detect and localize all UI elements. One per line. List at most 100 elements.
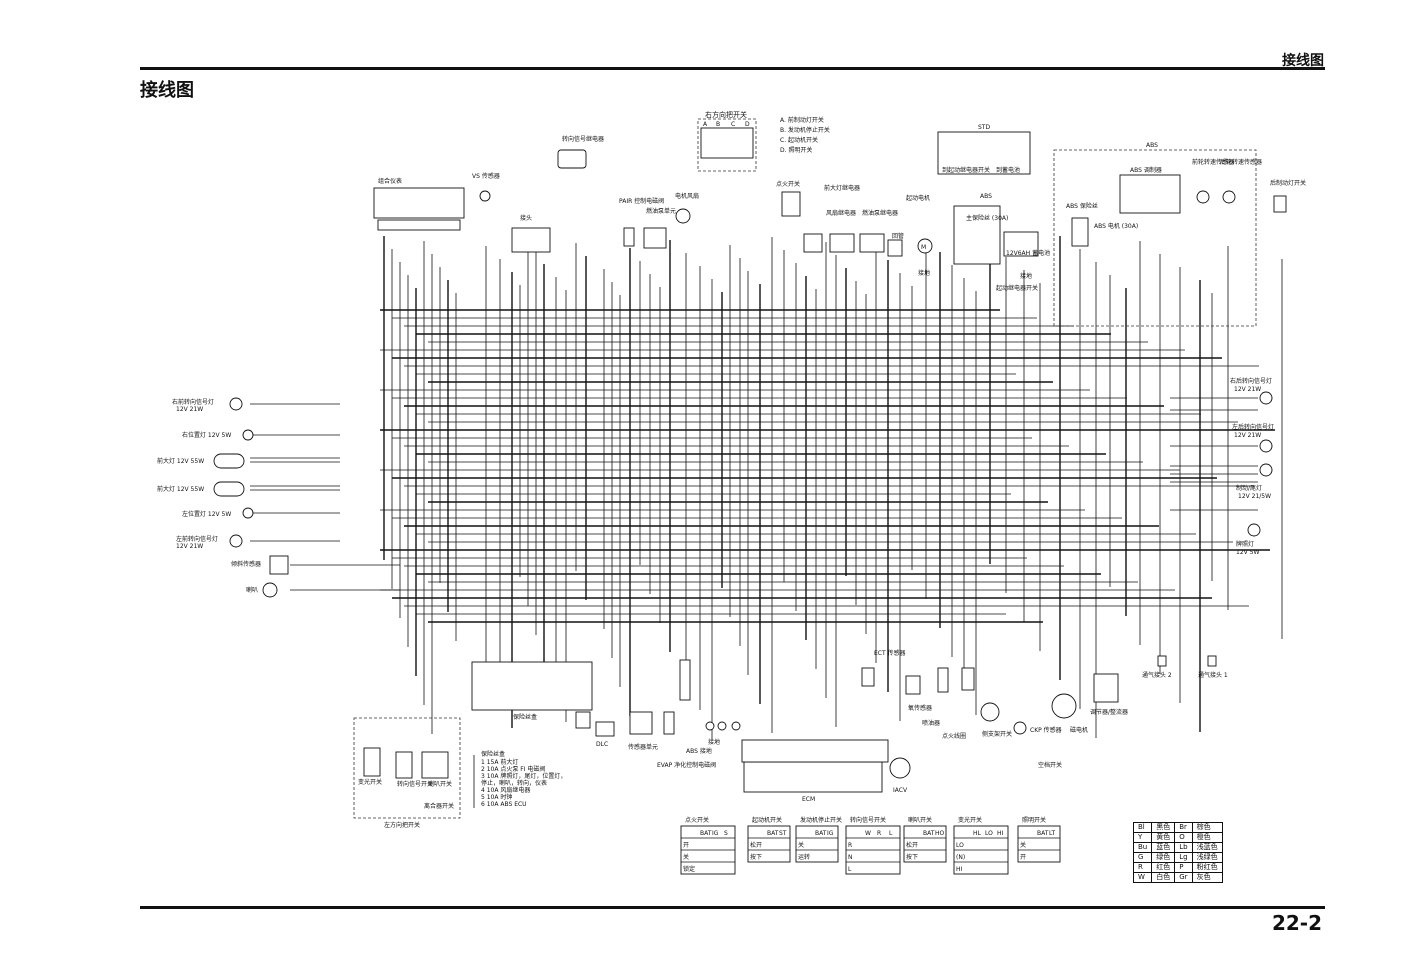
switch-table-row: 开 xyxy=(1020,854,1026,861)
switch-table-col: L xyxy=(889,830,893,837)
switch-table-row: 关 xyxy=(683,853,689,861)
iacv: IACV xyxy=(889,757,911,794)
pair-solenoid: PAIR 控制电磁阀 xyxy=(619,197,664,247)
rear-brake-switch: 后制动灯开关 xyxy=(1270,179,1306,213)
svg-text:传感器单元: 传感器单元 xyxy=(628,743,658,751)
vent-connectors: 通气接头 2 通气接头 1 xyxy=(1142,655,1228,679)
switch-table-col: BAT xyxy=(767,830,779,837)
svg-text:点火开关: 点火开关 xyxy=(776,180,800,188)
switch-table-col: IG xyxy=(827,830,834,837)
switch-table-col: W xyxy=(865,830,871,837)
color-legend-cell: 浅蓝色 xyxy=(1191,842,1223,853)
svg-text:12V 5W: 12V 5W xyxy=(1236,549,1259,556)
svg-text:IACV: IACV xyxy=(893,787,908,794)
regulator-rectifier: 调节器/整流器 xyxy=(1090,673,1128,716)
color-legend-cell: 黄色 xyxy=(1151,832,1176,843)
pin-c: C xyxy=(731,121,735,128)
right-rear-turn-signal: 右后转向信号灯 12V 21W xyxy=(1230,377,1273,405)
color-legend-cell: P xyxy=(1174,862,1193,873)
switch-table-row: HI xyxy=(956,866,963,873)
ground-points: 接地 xyxy=(705,721,741,746)
switch-table-row: 关 xyxy=(798,841,804,849)
fuel-pump-relay: 燃油泵继电器 xyxy=(859,209,898,253)
color-legend-cell: 浅绿色 xyxy=(1191,852,1223,863)
svg-text:ABS 接地: ABS 接地 xyxy=(686,747,712,755)
switch-table-row: R xyxy=(848,842,852,849)
svg-text:前大灯 12V 55W: 前大灯 12V 55W xyxy=(157,457,204,465)
color-legend-cell: 白色 xyxy=(1151,872,1176,883)
switch-table-col: BAT xyxy=(923,830,935,837)
main-fuse: 主保险丝 (30A) xyxy=(953,205,1008,265)
svg-text:右位置灯 12V 5W: 右位置灯 12V 5W xyxy=(182,431,231,439)
color-legend-cell: Lb xyxy=(1174,842,1193,853)
switch-table-row: (N) xyxy=(956,854,965,861)
svg-text:制动/尾灯: 制动/尾灯 xyxy=(1236,484,1262,492)
vs-sensor: VS 传感器 xyxy=(472,172,500,202)
right-handlebar-switch: 右方向把开关 A B C D A. 前制动灯开关 B. 发动机停止开关 C. 起… xyxy=(697,110,830,172)
svg-text:到起动继电器开关: 到起动继电器开关 xyxy=(942,166,990,174)
left-side-lamps: 右前转向信号灯 12V 21W 右位置灯 12V 5W 前大灯 12V 55W … xyxy=(157,397,289,598)
color-legend-cell: Br xyxy=(1174,822,1193,833)
switch-table-row: 松开 xyxy=(750,841,762,849)
svg-text:牌照灯: 牌照灯 xyxy=(1236,540,1254,548)
svg-text:离合器开关: 离合器开关 xyxy=(424,802,454,810)
page-title: 接线图 xyxy=(140,80,194,101)
color-legend-cell: 红色 xyxy=(1151,862,1176,873)
svg-text:DLC: DLC xyxy=(596,741,608,748)
svg-text:左方向把开关: 左方向把开关 xyxy=(384,821,420,829)
svg-text:右前转向信号灯: 右前转向信号灯 xyxy=(172,398,214,406)
color-legend-cell: O xyxy=(1174,832,1193,843)
headlight-relay: 前大灯继电器 xyxy=(803,184,860,253)
svg-text:VS 传感器: VS 传感器 xyxy=(472,172,500,180)
ignition-coil: 点火线圈 xyxy=(942,667,975,740)
svg-text:ABS 保险丝: ABS 保险丝 xyxy=(1066,202,1098,210)
footer-rule xyxy=(140,906,1325,909)
switch-table-col: LT xyxy=(1049,830,1056,837)
svg-text:12V6AH 蓄电池: 12V6AH 蓄电池 xyxy=(1006,249,1050,257)
svg-text:到蓄电池: 到蓄电池 xyxy=(996,166,1020,174)
svg-text:主保险丝 (30A): 主保险丝 (30A) xyxy=(966,214,1008,222)
switch-table-row: LO xyxy=(956,842,964,849)
svg-text:12V 21/5W: 12V 21/5W xyxy=(1238,493,1271,500)
switch-table-title: 变光开关 xyxy=(958,816,982,824)
color-legend-cell: Bu xyxy=(1132,842,1153,853)
switch-table-title: 喇叭开关 xyxy=(908,816,932,824)
svg-text:调节器/整流器: 调节器/整流器 xyxy=(1090,708,1128,716)
svg-text:右后转向信号灯: 右后转向信号灯 xyxy=(1230,377,1272,385)
svg-text:回管: 回管 xyxy=(892,232,904,240)
svg-text:CKP 传感器: CKP 传感器 xyxy=(1030,726,1062,734)
svg-text:氧传感器: 氧传感器 xyxy=(908,704,932,712)
std-box: STD 到起动继电器开关 到蓄电池 ABS xyxy=(937,124,1031,200)
pin-d: D xyxy=(745,121,750,128)
switch-table-row: 松开 xyxy=(906,841,918,849)
fan-motor: 电机风扇 xyxy=(675,192,699,224)
svg-text:喇叭开关: 喇叭开关 xyxy=(428,780,452,788)
svg-text:喷油器: 喷油器 xyxy=(922,719,940,727)
color-legend-cell: R xyxy=(1132,862,1153,873)
right-handlebar-title: 右方向把开关 xyxy=(705,110,747,119)
rh-legend-b: B. 发动机停止开关 xyxy=(780,126,830,134)
svg-text:后轮转速传感器: 后轮转速传感器 xyxy=(1220,158,1262,166)
switch-table-row: 开 xyxy=(683,842,689,849)
color-legend-cell: Bl xyxy=(1132,822,1153,833)
switch-table-col: LO xyxy=(985,830,993,837)
switch-table-col: ST xyxy=(779,830,787,837)
fan-relay: 风扇继电器 xyxy=(826,209,856,253)
svg-text:左位置灯 12V 5W: 左位置灯 12V 5W xyxy=(182,510,231,518)
svg-text:左前转向信号灯: 左前转向信号灯 xyxy=(176,535,218,543)
svg-text:12V 21W: 12V 21W xyxy=(1234,386,1261,393)
svg-text:4 10A 风扇继电器: 4 10A 风扇继电器 xyxy=(481,786,530,794)
svg-text:燃油泵单元: 燃油泵单元 xyxy=(646,207,676,215)
switch-table-col: BAT xyxy=(1037,830,1049,837)
svg-text:STD: STD xyxy=(978,124,990,131)
svg-text:接地: 接地 xyxy=(1020,272,1032,280)
side-stand-switch: 侧支架开关 xyxy=(980,702,1012,738)
